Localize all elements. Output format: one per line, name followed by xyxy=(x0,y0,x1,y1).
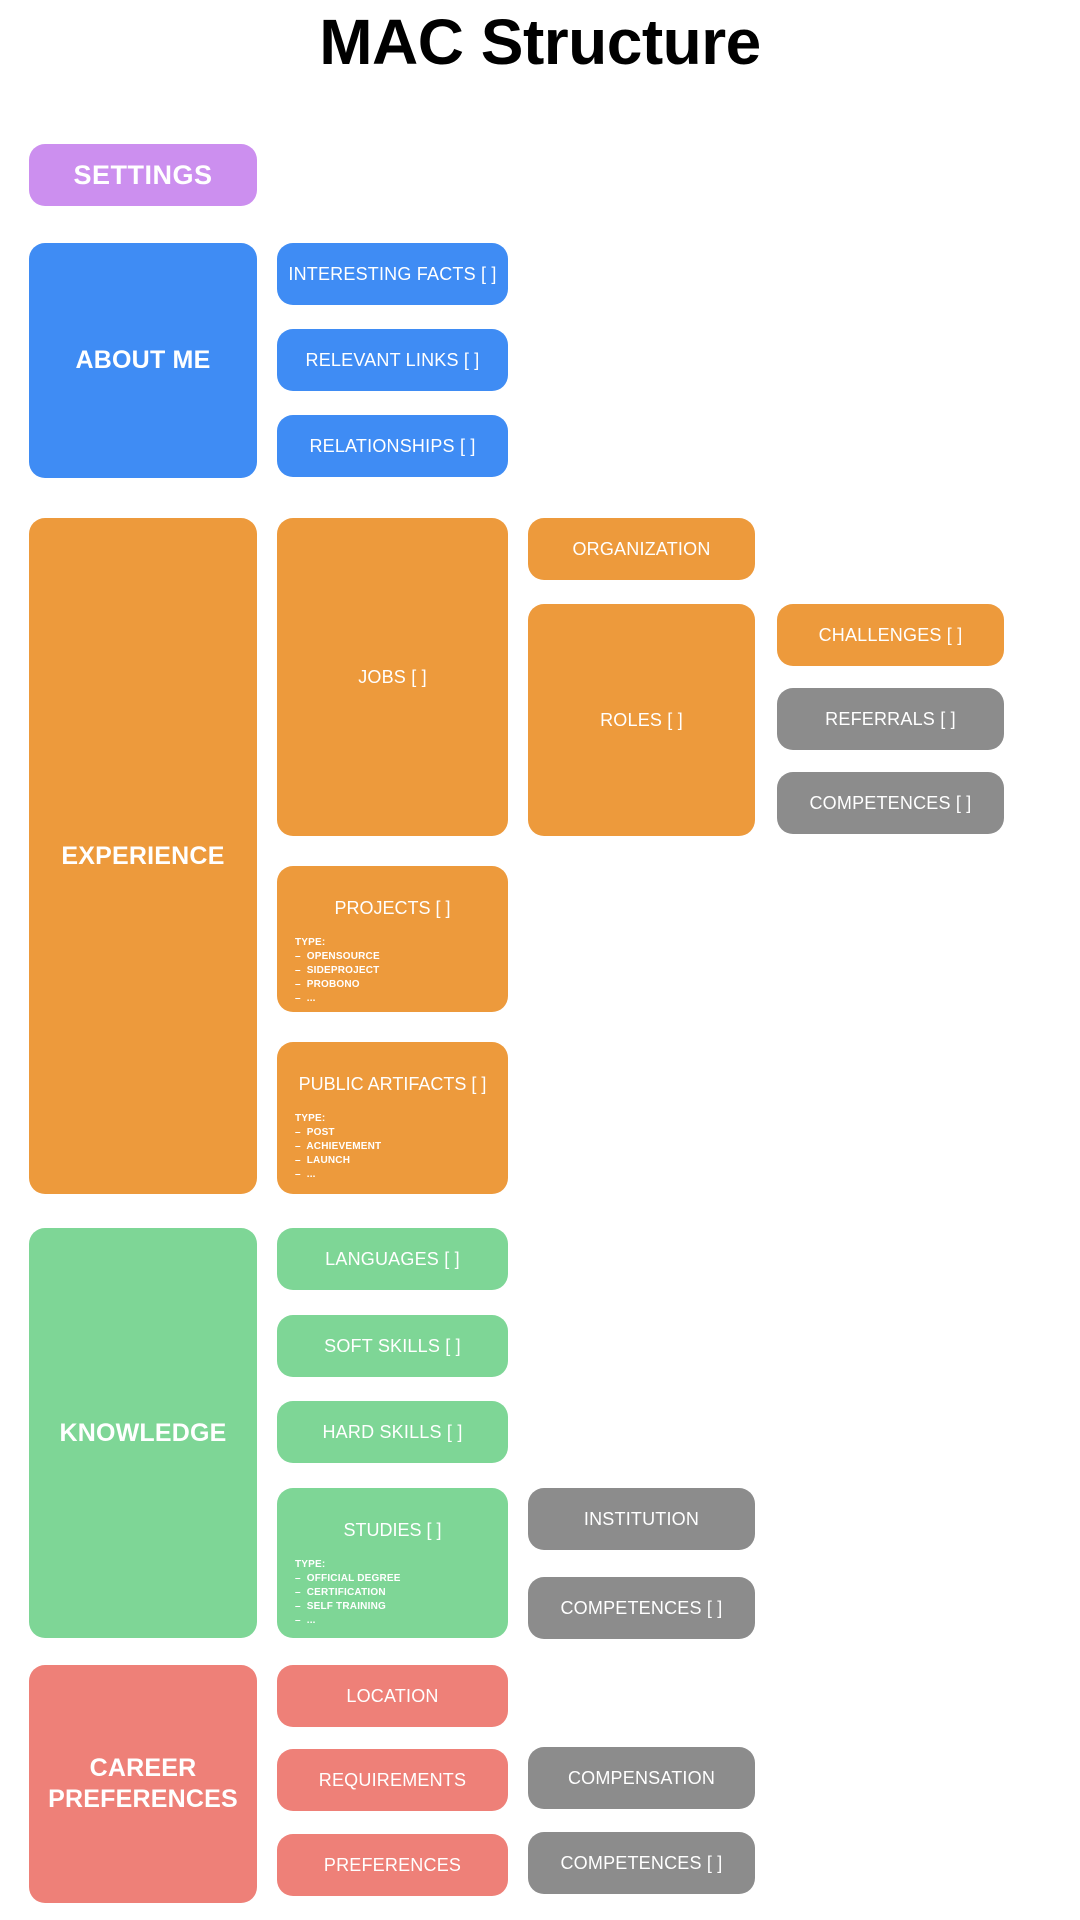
node-soft-skills-label: SOFT SKILLS [ ] xyxy=(324,1336,461,1356)
node-experience-competences-label: COMPETENCES [ ] xyxy=(809,793,972,813)
node-studies-label: STUDIES [ ] xyxy=(343,1520,442,1540)
node-location[interactable]: LOCATION xyxy=(277,1665,508,1727)
type-item: – PROBONO xyxy=(295,979,360,990)
type-item: – ACHIEVEMENT xyxy=(295,1141,382,1152)
node-compensation[interactable]: COMPENSATION xyxy=(528,1747,755,1809)
node-hard-skills[interactable]: HARD SKILLS [ ] xyxy=(277,1401,508,1463)
node-experience-competences[interactable]: COMPETENCES [ ] xyxy=(777,772,1004,834)
node-relevant-links-label: RELEVANT LINKS [ ] xyxy=(305,350,480,370)
node-career-competences-label: COMPETENCES [ ] xyxy=(560,1853,723,1873)
type-item: – CERTIFICATION xyxy=(295,1587,386,1598)
node-relevant-links[interactable]: RELEVANT LINKS [ ] xyxy=(277,329,508,391)
node-compensation-label: COMPENSATION xyxy=(567,1768,716,1788)
type-item: – OFFICIAL DEGREE xyxy=(295,1573,401,1584)
node-roles-label: ROLES [ ] xyxy=(600,710,683,730)
node-relationships-label: RELATIONSHIPS [ ] xyxy=(309,436,476,456)
node-languages[interactable]: LANGUAGES [ ] xyxy=(277,1228,508,1290)
node-institution[interactable]: INSTITUTION xyxy=(528,1488,755,1550)
type-item: – SIDEPROJECT xyxy=(295,965,380,976)
node-preferences[interactable]: PREFERENCES xyxy=(277,1834,508,1896)
node-knowledge-competences-label: COMPETENCES [ ] xyxy=(560,1598,723,1618)
node-hard-skills-label: HARD SKILLS [ ] xyxy=(322,1422,463,1442)
node-knowledge-competences[interactable]: COMPETENCES [ ] xyxy=(528,1577,755,1639)
type-heading: TYPE: xyxy=(295,937,326,948)
node-referrals[interactable]: REFERRALS [ ] xyxy=(777,688,1004,750)
node-knowledge[interactable]: KNOWLEDGE xyxy=(29,1228,257,1638)
node-projects-type-list: TYPE: – OPENSOURCE – SIDEPROJECT – PROBO… xyxy=(295,936,380,1006)
node-public-artifacts-type-list: TYPE: – POST – ACHIEVEMENT – LAUNCH – ..… xyxy=(295,1112,381,1182)
node-languages-label: LANGUAGES [ ] xyxy=(325,1249,460,1269)
type-item: – ... xyxy=(295,1169,316,1180)
node-roles[interactable]: ROLES [ ] xyxy=(528,604,755,836)
node-experience-label: EXPERIENCE xyxy=(61,841,225,870)
node-relationships[interactable]: RELATIONSHIPS [ ] xyxy=(277,415,508,477)
node-requirements[interactable]: REQUIREMENTS xyxy=(277,1749,508,1811)
node-organization[interactable]: ORGANIZATION xyxy=(528,518,755,580)
type-item: – LAUNCH xyxy=(295,1155,351,1166)
node-career-competences[interactable]: COMPETENCES [ ] xyxy=(528,1832,755,1894)
page-title: MAC Structure xyxy=(319,6,761,78)
node-preferences-label: PREFERENCES xyxy=(323,1855,462,1875)
type-heading: TYPE: xyxy=(295,1559,326,1570)
type-item: – OPENSOURCE xyxy=(295,951,380,962)
node-interesting-facts[interactable]: INTERESTING FACTS [ ] xyxy=(277,243,508,305)
node-jobs[interactable]: JOBS [ ] xyxy=(277,518,508,836)
type-heading: TYPE: xyxy=(295,1113,326,1124)
node-interesting-facts-label: INTERESTING FACTS [ ] xyxy=(288,264,497,284)
node-public-artifacts-label: PUBLIC ARTIFACTS [ ] xyxy=(298,1074,487,1094)
node-studies-type-list: TYPE: – OFFICIAL DEGREE – CERTIFICATION … xyxy=(295,1558,401,1628)
node-location-label: LOCATION xyxy=(346,1686,439,1706)
node-settings-label: SETTINGS xyxy=(73,159,213,190)
type-item: – ... xyxy=(295,993,316,1004)
node-challenges[interactable]: CHALLENGES [ ] xyxy=(777,604,1004,666)
node-about-me[interactable]: ABOUT ME xyxy=(29,243,257,478)
node-knowledge-label: KNOWLEDGE xyxy=(59,1418,227,1447)
node-institution-label: INSTITUTION xyxy=(583,1509,700,1529)
node-requirements-label: REQUIREMENTS xyxy=(318,1770,467,1790)
type-item: – SELF TRAINING xyxy=(295,1601,386,1612)
node-referrals-label: REFERRALS [ ] xyxy=(825,709,956,729)
type-item: – POST xyxy=(295,1127,335,1138)
node-experience[interactable]: EXPERIENCE xyxy=(29,518,257,1194)
node-projects-label: PROJECTS [ ] xyxy=(334,898,451,918)
node-career-preferences-label: CAREER PREFERENCES xyxy=(48,1754,238,1813)
node-public-artifacts[interactable]: PUBLIC ARTIFACTS [ ] TYPE: – POST – ACHI… xyxy=(277,1042,508,1194)
node-soft-skills[interactable]: SOFT SKILLS [ ] xyxy=(277,1315,508,1377)
node-projects[interactable]: PROJECTS [ ] TYPE: – OPENSOURCE – SIDEPR… xyxy=(277,866,508,1012)
node-career-preferences[interactable]: CAREER PREFERENCES xyxy=(29,1665,257,1903)
node-studies[interactable]: STUDIES [ ] TYPE: – OFFICIAL DEGREE – CE… xyxy=(277,1488,508,1638)
node-jobs-label: JOBS [ ] xyxy=(358,667,427,687)
node-organization-label: ORGANIZATION xyxy=(572,539,711,559)
node-about-me-label: ABOUT ME xyxy=(75,346,211,374)
type-item: – ... xyxy=(295,1615,316,1626)
node-settings[interactable]: SETTINGS xyxy=(29,144,257,206)
node-challenges-label: CHALLENGES [ ] xyxy=(818,625,963,645)
